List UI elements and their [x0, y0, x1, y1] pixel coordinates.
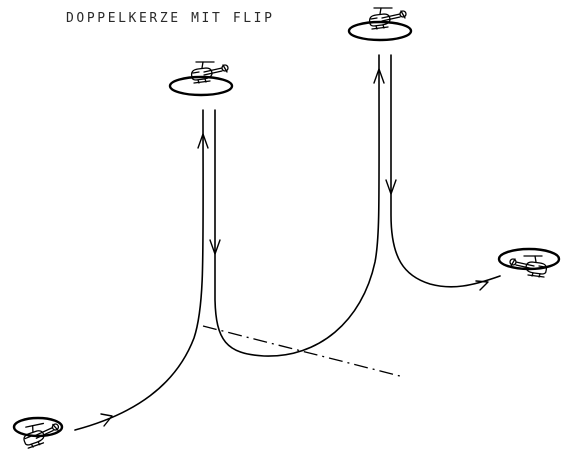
helicopter-icon	[20, 419, 63, 450]
rotor-disk-first-top	[168, 75, 234, 97]
helicopter-icon	[509, 255, 548, 278]
flight-path-entry	[74, 109, 204, 431]
arrow-second-descent	[385, 179, 397, 195]
arrow-exit	[475, 280, 489, 291]
arrow-second-climb	[373, 68, 385, 84]
rotor-disk-end	[497, 247, 561, 271]
rotor-disk-second-top	[347, 20, 413, 42]
arrow-first-climb	[197, 133, 209, 149]
arrow-first-descent	[209, 239, 221, 255]
helicopter-icon	[368, 7, 407, 30]
flight-path-second-descent	[390, 54, 501, 288]
diagram-title: DOPPELKERZE MIT FLIP	[66, 11, 275, 26]
rotor-disk-start	[12, 416, 64, 438]
flight-path-first-descent	[214, 54, 380, 357]
arrow-entry	[100, 413, 113, 427]
reference-line	[202, 325, 401, 377]
